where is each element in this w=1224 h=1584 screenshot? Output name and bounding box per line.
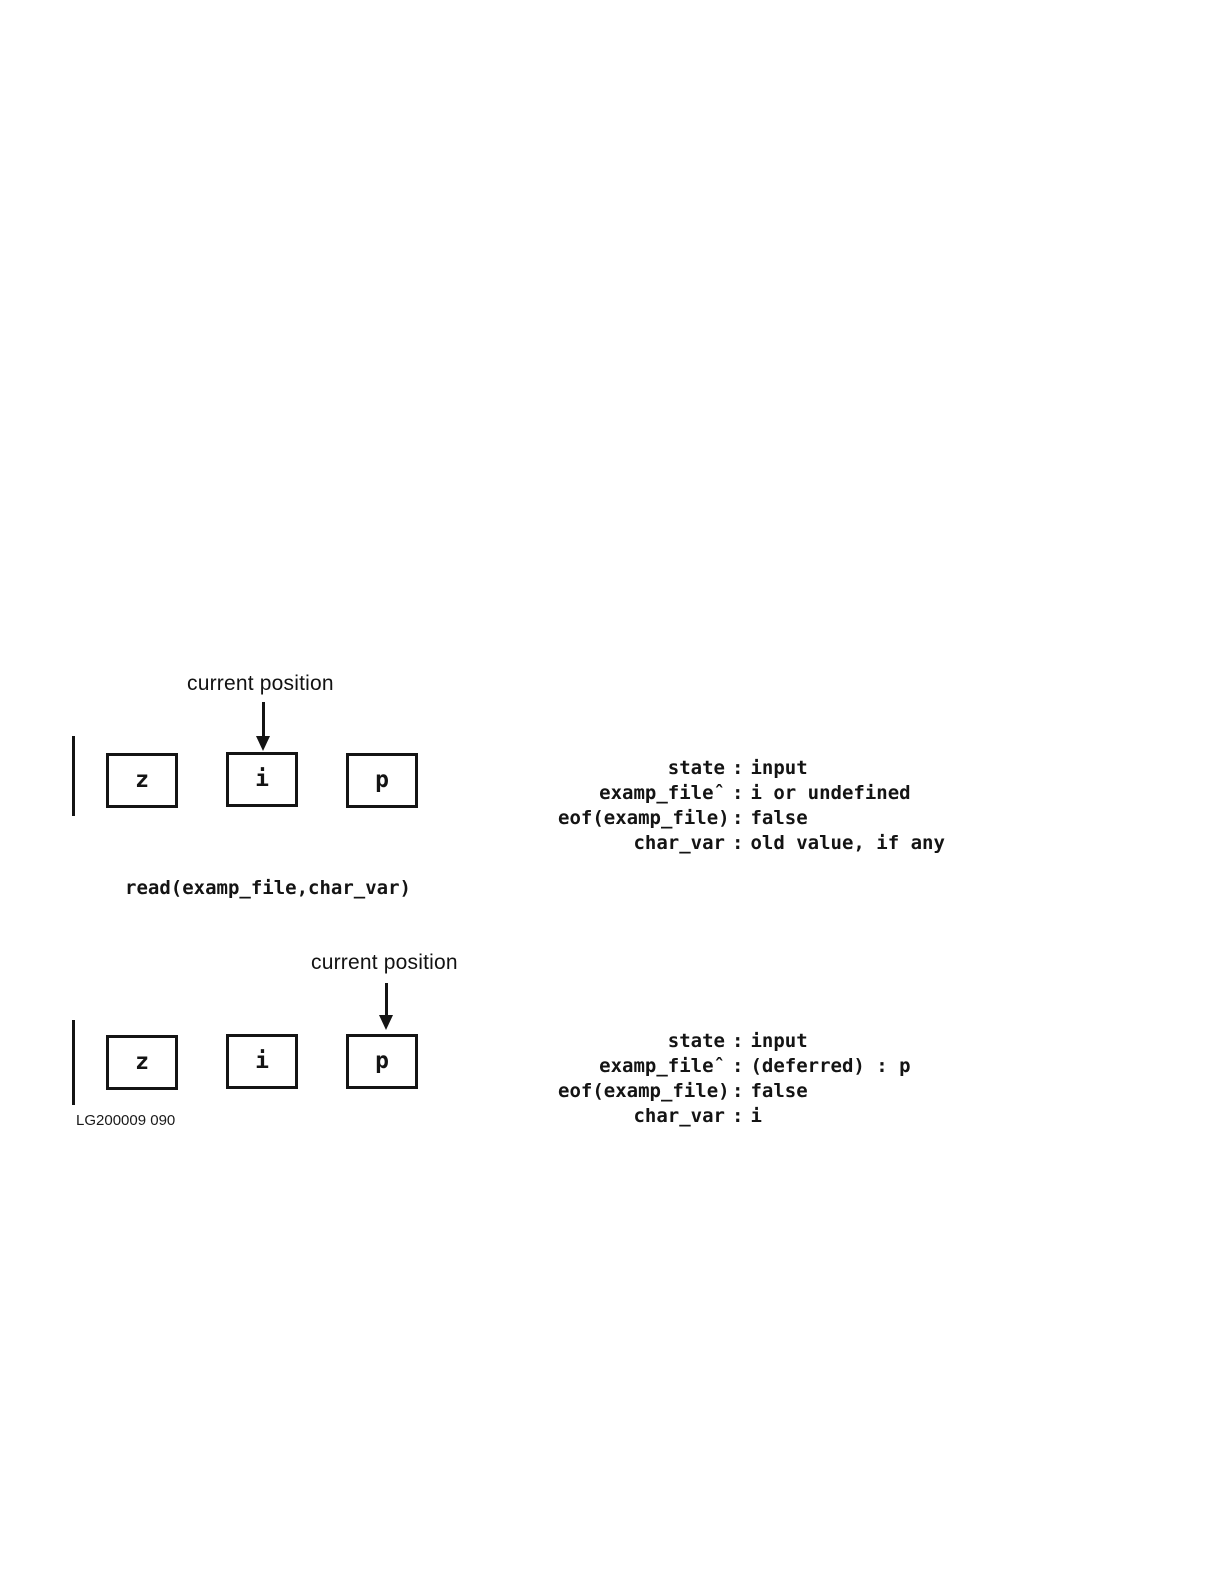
state-row-value: false [750, 1080, 808, 1102]
current-position-label: current position [187, 672, 334, 695]
state-row-label: char_var [633, 832, 725, 854]
file-cell-letter: z [135, 1049, 149, 1075]
state-row-separator: : [732, 782, 744, 804]
state-row-value: input [750, 1030, 808, 1052]
state-row: eof(examp_file): false [558, 1080, 911, 1105]
state-block-before-read: state: input examp_fileˆ: i or undefined e… [558, 757, 945, 857]
file-cell: i [226, 752, 298, 807]
state-row: state: input [558, 1030, 911, 1055]
read-operation-label: read(examp_file,char_var) [125, 877, 411, 899]
state-row-separator: : [732, 1105, 744, 1127]
file-cell: p [346, 1034, 418, 1089]
file-cell-letter: p [375, 1048, 389, 1074]
state-row: examp_fileˆ: i or undefined [558, 782, 945, 807]
arrow-shaft [262, 702, 265, 737]
state-row-label: examp_fileˆ [599, 782, 725, 804]
state-row-value: old value, if any [750, 832, 945, 854]
file-start-bar [72, 1020, 75, 1105]
state-row-label: eof(examp_file) [558, 1080, 730, 1102]
current-position-label: current position [311, 951, 458, 974]
arrow-shaft [385, 983, 388, 1016]
state-row-value: false [750, 807, 808, 829]
state-row-value: i [750, 1105, 762, 1127]
file-cell: z [106, 753, 178, 808]
state-row-separator: : [732, 757, 744, 779]
state-row-separator: : [732, 1030, 744, 1052]
file-cell: i [226, 1034, 298, 1089]
file-cell: z [106, 1035, 178, 1090]
state-block-after-read: state: input examp_fileˆ: (deferred) : p e… [558, 1030, 911, 1130]
state-row-separator: : [732, 807, 744, 829]
state-row-value: i or undefined [750, 782, 911, 804]
file-cell-letter: i [255, 1048, 269, 1074]
file-cell-letter: z [135, 767, 149, 793]
arrow-head-icon [379, 1015, 393, 1030]
state-row-label: state [667, 1030, 725, 1052]
state-row: char_var: old value, if any [558, 832, 945, 857]
state-row: examp_fileˆ: (deferred) : p [558, 1055, 911, 1080]
state-row-value: input [750, 757, 808, 779]
state-row-separator: : [732, 1055, 744, 1077]
state-row: eof(examp_file): false [558, 807, 945, 832]
file-cell-letter: i [255, 766, 269, 792]
state-row: state: input [558, 757, 945, 782]
state-row-value: (deferred) : p [750, 1055, 911, 1077]
state-row: char_var: i [558, 1105, 911, 1130]
state-row-label: state [667, 757, 725, 779]
file-start-bar [72, 736, 75, 816]
file-cell-letter: p [375, 767, 389, 793]
figure-id-caption: LG200009 090 [76, 1112, 176, 1129]
state-row-separator: : [732, 1080, 744, 1102]
state-row-label: char_var [633, 1105, 725, 1127]
state-row-label: examp_fileˆ [599, 1055, 725, 1077]
state-row-label: eof(examp_file) [558, 807, 730, 829]
arrow-head-icon [256, 736, 270, 751]
file-cell: p [346, 753, 418, 808]
state-row-separator: : [732, 832, 744, 854]
